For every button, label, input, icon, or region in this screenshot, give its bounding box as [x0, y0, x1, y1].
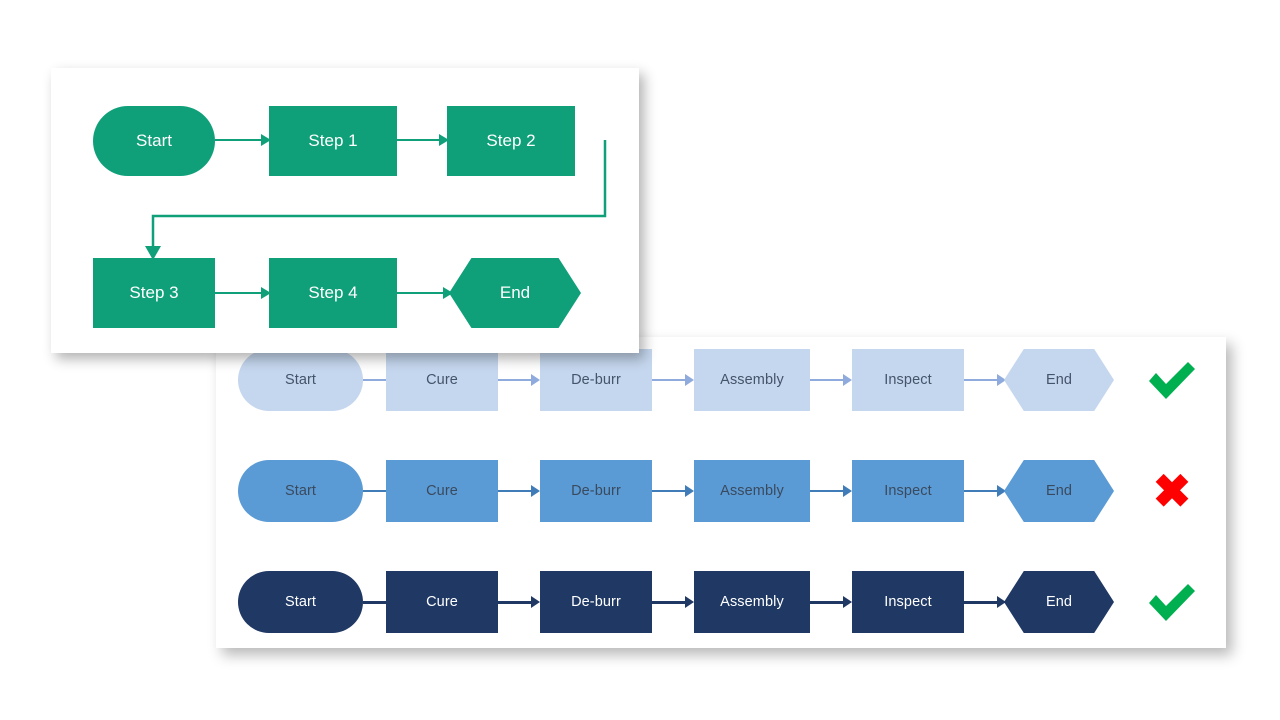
connector-inspect-end-light — [964, 374, 1006, 386]
node-label: End — [499, 283, 531, 302]
node-label: Cure — [426, 594, 458, 610]
node-label: Cure — [426, 483, 458, 499]
node-label: Inspect — [884, 594, 932, 610]
node-label: Inspect — [884, 483, 932, 499]
connector-step1-step2-green — [397, 134, 449, 146]
node-label: End — [1045, 483, 1073, 499]
hexagon-shape — [1004, 349, 1114, 411]
hexagon-shape — [1004, 460, 1114, 522]
elbow-connector-step2-step3 — [145, 140, 607, 260]
node-cure-dark[interactable]: Cure — [386, 571, 498, 633]
node-end-dark[interactable]: End — [1004, 571, 1114, 633]
flow-row-medium-blue: Start Cure De-burr Assembly — [216, 448, 1226, 534]
node-label: Start — [284, 483, 317, 499]
node-step3-green[interactable]: Step 3 — [93, 258, 215, 328]
node-end-green[interactable]: End — [449, 258, 581, 328]
node-label: End — [1045, 594, 1073, 610]
node-label: De-burr — [571, 483, 621, 499]
flow-row-light-blue: Start Cure De-burr Assembly — [216, 337, 1226, 423]
node-assembly-light[interactable]: Assembly — [694, 349, 810, 411]
node-label: Inspect — [884, 372, 932, 388]
node-end-light[interactable]: End — [1004, 349, 1114, 411]
node-label: Start — [284, 372, 317, 388]
node-inspect-medium[interactable]: Inspect — [852, 460, 964, 522]
connector-inspect-end-dark — [964, 596, 1006, 608]
connector-start-step1-green — [215, 134, 271, 146]
connector-step3-step4-green — [215, 287, 271, 299]
node-inspect-dark[interactable]: Inspect — [852, 571, 964, 633]
node-label: End — [1045, 372, 1073, 388]
status-check-icon-row-light — [1141, 349, 1203, 411]
node-step2-green[interactable]: Step 2 — [447, 106, 575, 176]
node-deburr-dark[interactable]: De-burr — [540, 571, 652, 633]
node-label: Step 3 — [129, 283, 179, 302]
connector-cure-deburr-dark — [498, 596, 540, 608]
hexagon-shape — [449, 258, 581, 328]
connector-deburr-assembly-dark — [652, 596, 694, 608]
connector-step4-end-green — [397, 287, 453, 299]
status-cross-icon-row-medium: ✖ — [1141, 460, 1203, 522]
blue-flow-variants-panel: Start Cure De-burr Assembly — [216, 337, 1226, 648]
connector-assembly-inspect-medium — [810, 485, 852, 497]
node-label: De-burr — [571, 372, 621, 388]
node-label: Step 1 — [308, 131, 358, 150]
node-cure-medium[interactable]: Cure — [386, 460, 498, 522]
hexagon-shape — [1004, 571, 1114, 633]
node-start-light[interactable]: Start — [238, 349, 363, 411]
node-step4-green[interactable]: Step 4 — [269, 258, 397, 328]
connector-cure-deburr-light — [498, 374, 540, 386]
node-inspect-light[interactable]: Inspect — [852, 349, 964, 411]
node-label: De-burr — [571, 594, 621, 610]
node-start-medium[interactable]: Start — [238, 460, 363, 522]
status-check-icon-row-dark — [1141, 571, 1203, 633]
node-label: Cure — [426, 372, 458, 388]
connector-inspect-end-medium — [964, 485, 1006, 497]
flow-row-dark-navy: Start Cure De-burr Assembly — [216, 559, 1226, 645]
node-label: Assembly — [720, 594, 784, 610]
node-label: Step 4 — [308, 283, 358, 302]
node-step1-green[interactable]: Step 1 — [269, 106, 397, 176]
connector-deburr-assembly-medium — [652, 485, 694, 497]
connector-deburr-assembly-light — [652, 374, 694, 386]
connector-assembly-inspect-dark — [810, 596, 852, 608]
node-start-green[interactable]: Start — [93, 106, 215, 176]
node-assembly-medium[interactable]: Assembly — [694, 460, 810, 522]
node-deburr-light[interactable]: De-burr — [540, 349, 652, 411]
node-assembly-dark[interactable]: Assembly — [694, 571, 810, 633]
connector-cure-deburr-medium — [498, 485, 540, 497]
node-end-medium[interactable]: End — [1004, 460, 1114, 522]
node-label: Start — [284, 594, 317, 610]
node-label: Start — [136, 131, 172, 150]
node-label: Step 2 — [486, 131, 536, 150]
cross-icon: ✖ — [1152, 465, 1192, 517]
node-label: Assembly — [720, 372, 784, 388]
connector-assembly-inspect-light — [810, 374, 852, 386]
node-label: Assembly — [720, 483, 784, 499]
node-deburr-medium[interactable]: De-burr — [540, 460, 652, 522]
node-start-dark[interactable]: Start — [238, 571, 363, 633]
node-cure-light[interactable]: Cure — [386, 349, 498, 411]
green-flowchart-card: Start Step 1 Step 2 Step 3 Step 4 — [51, 68, 639, 353]
